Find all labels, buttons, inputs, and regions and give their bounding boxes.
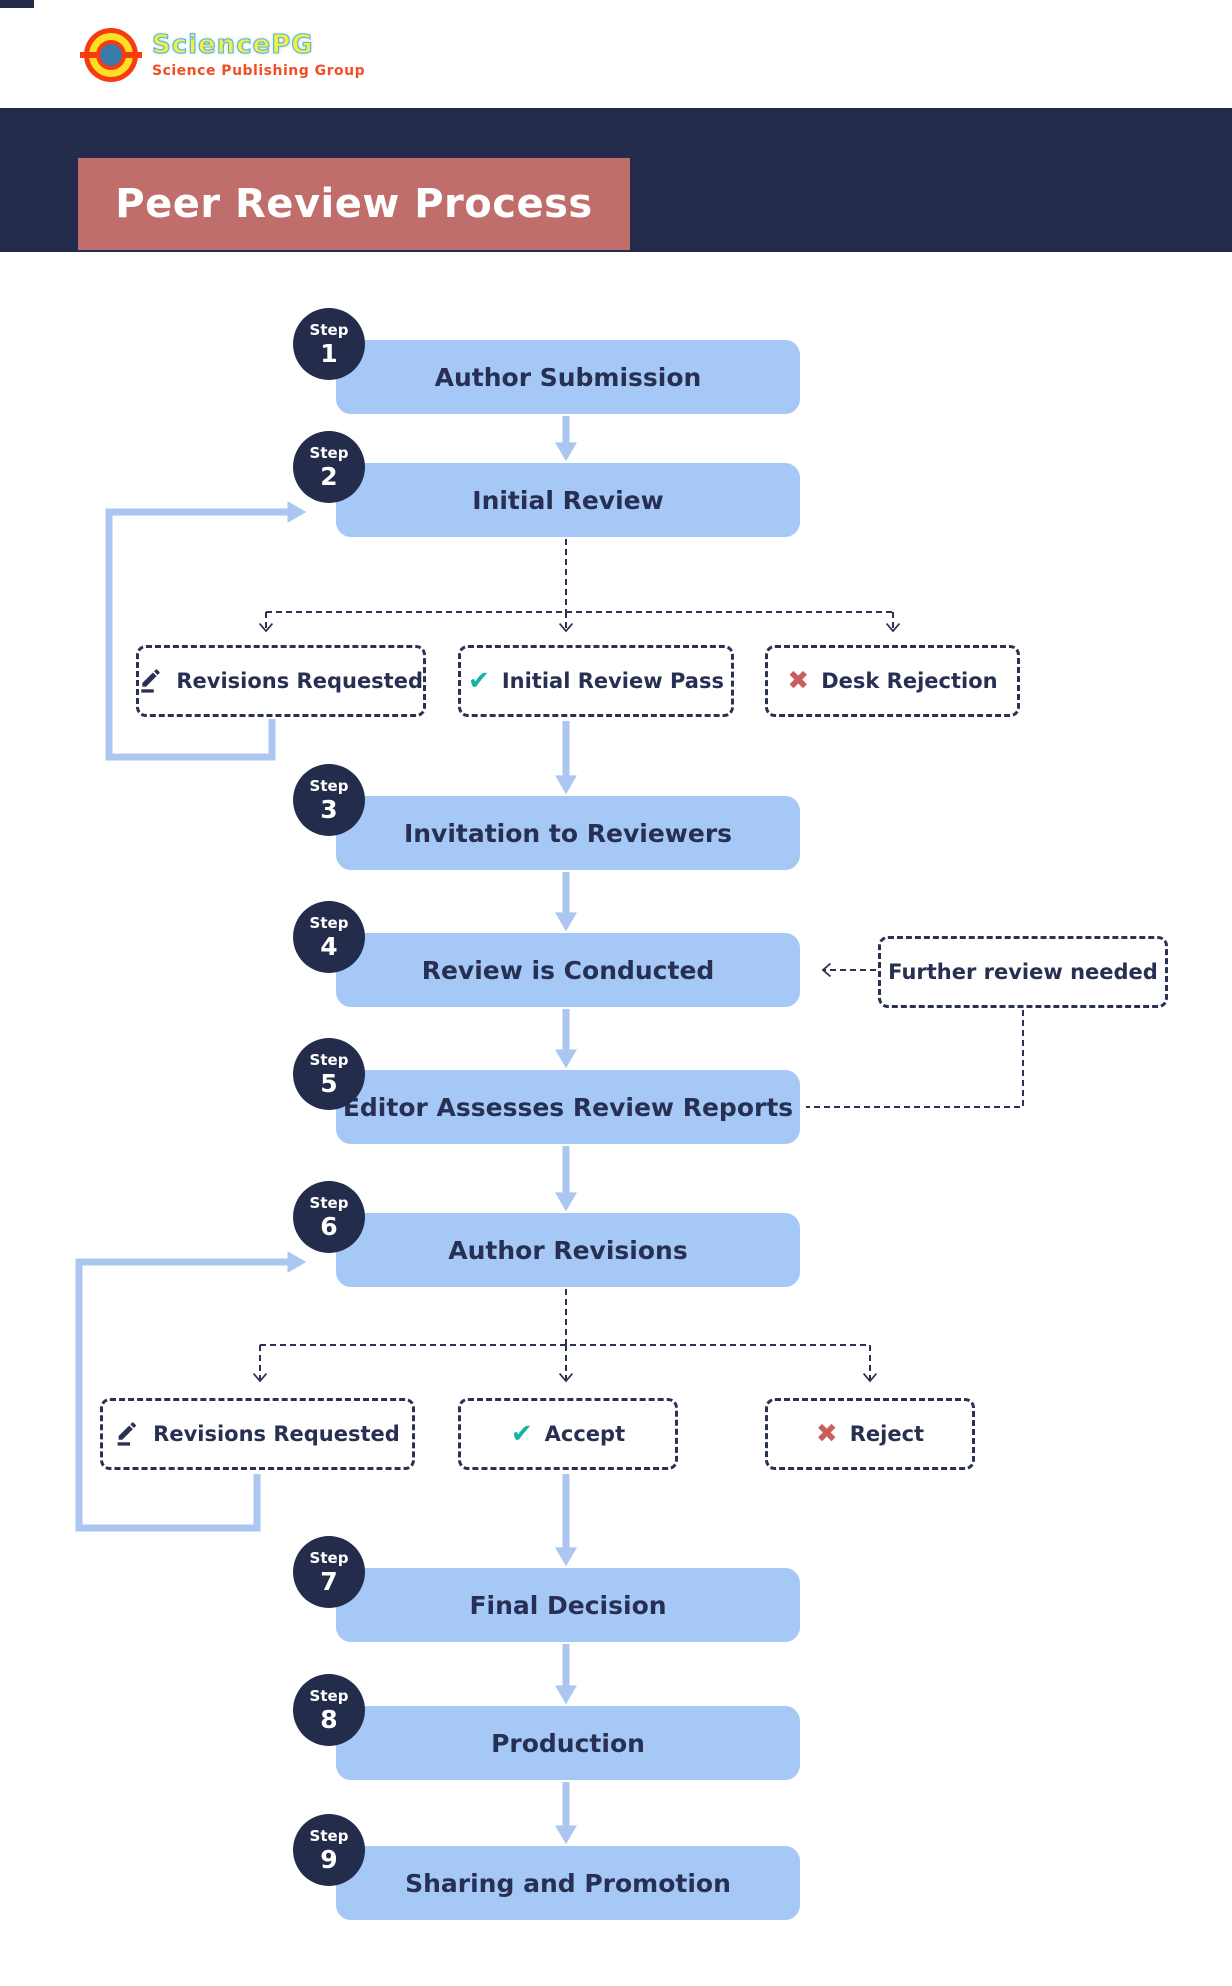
- outcome-label: Initial Review Pass: [501, 669, 724, 693]
- step-number: 1: [320, 338, 338, 368]
- corner-sliver: [0, 0, 34, 8]
- step-4-box: Review is Conducted: [336, 933, 800, 1007]
- step-number: 9: [320, 1844, 338, 1874]
- step-6-box: Author Revisions: [336, 1213, 800, 1287]
- step-number: 7: [320, 1566, 338, 1596]
- sciencepg-logo: SciencePG Science Publishing Group: [80, 28, 366, 82]
- outcome-label: Reject: [849, 1422, 925, 1446]
- step-number: 3: [320, 794, 338, 824]
- outcome-desk-rejection: ✖ Desk Rejection: [765, 645, 1020, 717]
- step-word: Step: [309, 913, 349, 932]
- step-word: Step: [309, 1193, 349, 1212]
- step-number: 5: [320, 1068, 338, 1098]
- step-word: Step: [309, 1686, 349, 1705]
- note-further-review-needed: Further review needed: [878, 936, 1168, 1008]
- cross-icon: ✖: [787, 666, 810, 696]
- step-word: Step: [309, 320, 349, 339]
- outcome-label: Revisions Requested: [176, 669, 423, 693]
- step-word: Step: [309, 776, 349, 795]
- step-word: Step: [309, 1826, 349, 1845]
- outcome-revisions-requested-2: Revisions Requested: [100, 1398, 415, 1470]
- check-icon: ✔: [468, 666, 490, 696]
- pencil-icon: [117, 1421, 137, 1446]
- step-7-box: Final Decision: [336, 1568, 800, 1642]
- dashed-step5-to-note: [806, 1010, 1024, 1108]
- step-7-badge: Step 7: [293, 1536, 365, 1608]
- check-icon: ✔: [510, 1419, 533, 1449]
- loop-revisions2-to-step6: [75, 1251, 307, 1532]
- step-word: Step: [309, 1050, 349, 1069]
- step-7-label: Final Decision: [469, 1590, 667, 1620]
- step-number: 8: [320, 1704, 338, 1734]
- step-8-label: Production: [491, 1728, 645, 1758]
- step-8-badge: Step 8: [293, 1674, 365, 1746]
- step-5-box: Editor Assesses Review Reports: [336, 1070, 800, 1144]
- step-8-box: Production: [336, 1706, 800, 1780]
- sciencepg-emblem-icon: [80, 28, 142, 82]
- outcome-label: Desk Rejection: [821, 669, 998, 693]
- step-word: Step: [309, 443, 349, 462]
- step-6-label: Author Revisions: [448, 1235, 688, 1265]
- cross-icon: ✖: [815, 1419, 838, 1449]
- logo-text: SciencePG Science Publishing Group: [151, 30, 366, 79]
- outcome-initial-review-pass: ✔ Initial Review Pass: [458, 645, 734, 717]
- step-5-badge: Step 5: [293, 1038, 365, 1110]
- step-9-label: Sharing and Promotion: [405, 1868, 731, 1898]
- step-1-label: Author Submission: [434, 362, 702, 392]
- note-label: Further review needed: [888, 960, 1158, 984]
- step-3-label: Invitation to Reviewers: [403, 818, 733, 848]
- step-9-badge: Step 9: [293, 1814, 365, 1886]
- outcome-accept: ✔ Accept: [458, 1398, 678, 1470]
- step-3-badge: Step 3: [293, 764, 365, 836]
- step-4-label: Review is Conducted: [421, 955, 715, 985]
- step-1-badge: Step 1: [293, 308, 365, 380]
- step-number: 2: [320, 461, 338, 491]
- step-number: 4: [320, 931, 338, 961]
- step-2-badge: Step 2: [293, 431, 365, 503]
- page-title: Peer Review Process: [115, 181, 593, 227]
- step-2-box: Initial Review: [336, 463, 800, 537]
- step-2-label: Initial Review: [472, 485, 664, 515]
- step-number: 6: [320, 1211, 338, 1241]
- outcome-revisions-requested-1: Revisions Requested: [136, 645, 426, 717]
- brand-name: SciencePG: [151, 30, 314, 61]
- pencil-icon: [141, 668, 160, 693]
- step-1-box: Author Submission: [336, 340, 800, 414]
- title-box: Peer Review Process: [78, 158, 630, 250]
- step-9-box: Sharing and Promotion: [336, 1846, 800, 1920]
- outcome-reject: ✖ Reject: [765, 1398, 975, 1470]
- outcome-label: Revisions Requested: [153, 1422, 400, 1446]
- step-3-box: Invitation to Reviewers: [336, 796, 800, 870]
- step-5-label: Editor Assesses Review Reports: [342, 1092, 794, 1122]
- brand-tagline: Science Publishing Group: [152, 62, 366, 79]
- step-6-badge: Step 6: [293, 1181, 365, 1253]
- step-4-badge: Step 4: [293, 901, 365, 973]
- step-word: Step: [309, 1548, 349, 1567]
- outcome-label: Accept: [544, 1422, 626, 1446]
- loop-revisions1-to-step2: [105, 501, 307, 761]
